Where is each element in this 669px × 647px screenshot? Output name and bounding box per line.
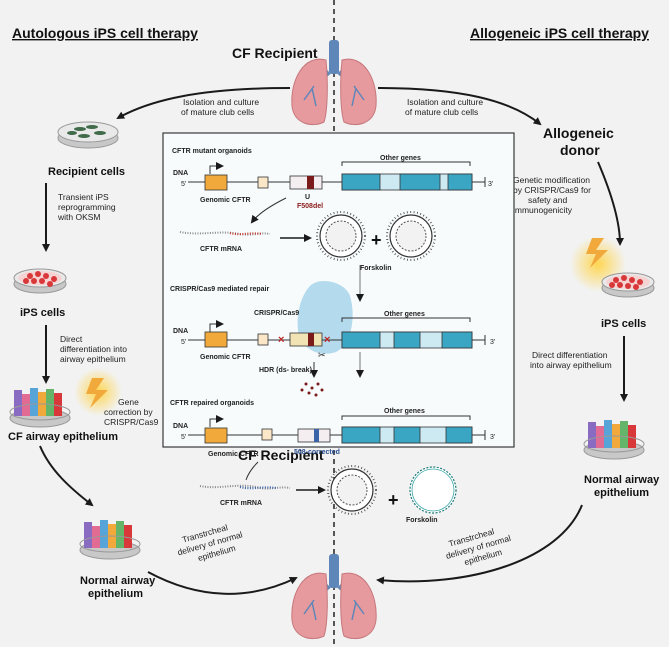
right-normal-line2: epithelium bbox=[594, 487, 649, 499]
gene-line2: correction by bbox=[104, 407, 153, 417]
s3-other-genes: Other genes bbox=[384, 408, 425, 415]
center-box: CFTR mutant organoids DNA 5' 3' Other ge… bbox=[162, 132, 515, 448]
left-normal-line2: epithelium bbox=[88, 588, 143, 600]
s3-corrected-label: 508-corrected bbox=[294, 449, 340, 456]
s2-cut-left: × bbox=[278, 334, 284, 346]
left-heading: Autologous iPS cell therapy bbox=[12, 25, 198, 41]
s2-other-genes: Other genes bbox=[384, 311, 425, 318]
arrow-to-donor bbox=[377, 87, 542, 126]
s3-5prime: 5' bbox=[181, 434, 186, 441]
s1-mutation-mark bbox=[307, 176, 314, 189]
s2-3prime: 3' bbox=[490, 339, 495, 346]
s1-dna: DNA bbox=[173, 170, 188, 177]
gene-line1: Gene bbox=[118, 397, 139, 407]
s3-organoid-1 bbox=[327, 465, 377, 515]
right-heading: Allogeneic iPS cell therapy bbox=[470, 25, 649, 41]
s1-mrna-label: CFTR mRNA bbox=[200, 246, 242, 253]
left-normal-line1: Normal airway bbox=[80, 575, 156, 587]
right-normal-line1: Normal airway bbox=[584, 474, 660, 486]
donor-line1: Allogeneic bbox=[543, 125, 614, 141]
s3-genomic: Genomic CFTR bbox=[208, 451, 259, 458]
right-diff-line2: into airway epithelium bbox=[530, 360, 612, 370]
right-step1-line1: Isolation and culture bbox=[407, 97, 483, 107]
gm-line2: by CRISPR/Cas9 for bbox=[513, 185, 591, 195]
s3-plus: + bbox=[388, 490, 399, 510]
left-step1-line2: of mature club cells bbox=[181, 107, 254, 117]
donor-line2: donor bbox=[560, 142, 600, 158]
s3-3prime: 3' bbox=[490, 434, 495, 441]
s1-exon-orange bbox=[204, 174, 228, 191]
s1-5prime: 5' bbox=[181, 181, 186, 188]
s1-other-genes: Other genes bbox=[380, 155, 421, 162]
s2-5prime: 5' bbox=[181, 339, 186, 346]
gene-line3: CRISPR/Cas9 bbox=[104, 417, 159, 427]
s2-cas9-label: CRISPR/Cas9 bbox=[254, 310, 299, 317]
top-recipient-label: CF Recipient bbox=[232, 45, 318, 61]
s2-hdr: HDR (ds- break) bbox=[259, 367, 312, 374]
left-diff-line2: differentiation into bbox=[60, 344, 127, 354]
s1-mutation-u: U bbox=[305, 194, 310, 201]
s2-title: CRISPR/Cas9 mediated repair bbox=[170, 286, 269, 293]
s1-title: CFTR mutant organoids bbox=[172, 148, 252, 155]
arrow-donor-to-ips bbox=[597, 161, 624, 246]
recipient-cells-dish-icon bbox=[57, 121, 119, 149]
left-ips-dish-icon bbox=[13, 268, 67, 294]
s1-genomic: Genomic CFTR bbox=[200, 197, 251, 204]
arrow-left-delivery bbox=[147, 571, 298, 595]
s2-genomic: Genomic CFTR bbox=[200, 354, 251, 361]
reprog-line3: with OKSM bbox=[57, 212, 101, 222]
bottom-recipient-label: CF Recipient bbox=[238, 447, 324, 463]
arrow-right-delivery bbox=[376, 504, 583, 585]
s2-scissors-icon: ✂ bbox=[318, 350, 326, 360]
s3-organoid-2-swollen bbox=[409, 466, 457, 514]
left-lightning-icon bbox=[86, 378, 108, 408]
s2-cut-right: × bbox=[324, 334, 330, 346]
left-diff-line3: airway epithelium bbox=[60, 354, 126, 364]
reprog-line2: reprogramming bbox=[58, 202, 116, 212]
s1-forskolin: Forskolin bbox=[360, 265, 392, 272]
right-lightning-icon bbox=[586, 238, 608, 268]
left-diff-line1: Direct bbox=[60, 334, 83, 344]
s1-3prime: 3' bbox=[488, 181, 493, 188]
right-ips-label: iPS cells bbox=[601, 318, 646, 330]
arrow-left-to-normal bbox=[39, 445, 94, 507]
reprog-line1: Transient iPS bbox=[58, 192, 109, 202]
s1-plus: + bbox=[371, 230, 382, 250]
right-ips-dish-icon bbox=[601, 272, 655, 298]
arrow-to-recipient-cells bbox=[116, 87, 291, 119]
s3-forskolin: Forskolin bbox=[406, 517, 438, 524]
s2-dna: DNA bbox=[173, 328, 188, 335]
s3-dna: DNA bbox=[173, 423, 188, 430]
s3-title: CFTR repaired organoids bbox=[170, 400, 254, 407]
recipient-cells-label: Recipient cells bbox=[48, 166, 125, 178]
gm-line4: immunogenicity bbox=[513, 205, 573, 215]
right-step1-line2: of mature club cells bbox=[405, 107, 478, 117]
right-diff-line1: Direct differentiation bbox=[532, 350, 608, 360]
s2-hdr-fragments bbox=[300, 382, 324, 397]
s1-mutation-label: F508del bbox=[297, 203, 323, 210]
left-step1-line1: Isolation and culture bbox=[183, 97, 259, 107]
cf-airway-label: CF airway epithelium bbox=[8, 431, 118, 443]
left-ips-label: iPS cells bbox=[20, 307, 65, 319]
s3-corrected-mark bbox=[314, 429, 319, 442]
gm-line1: Genetic modification bbox=[513, 175, 590, 185]
s3-mrna-label: CFTR mRNA bbox=[220, 500, 262, 507]
gm-line3: safety and bbox=[528, 195, 567, 205]
